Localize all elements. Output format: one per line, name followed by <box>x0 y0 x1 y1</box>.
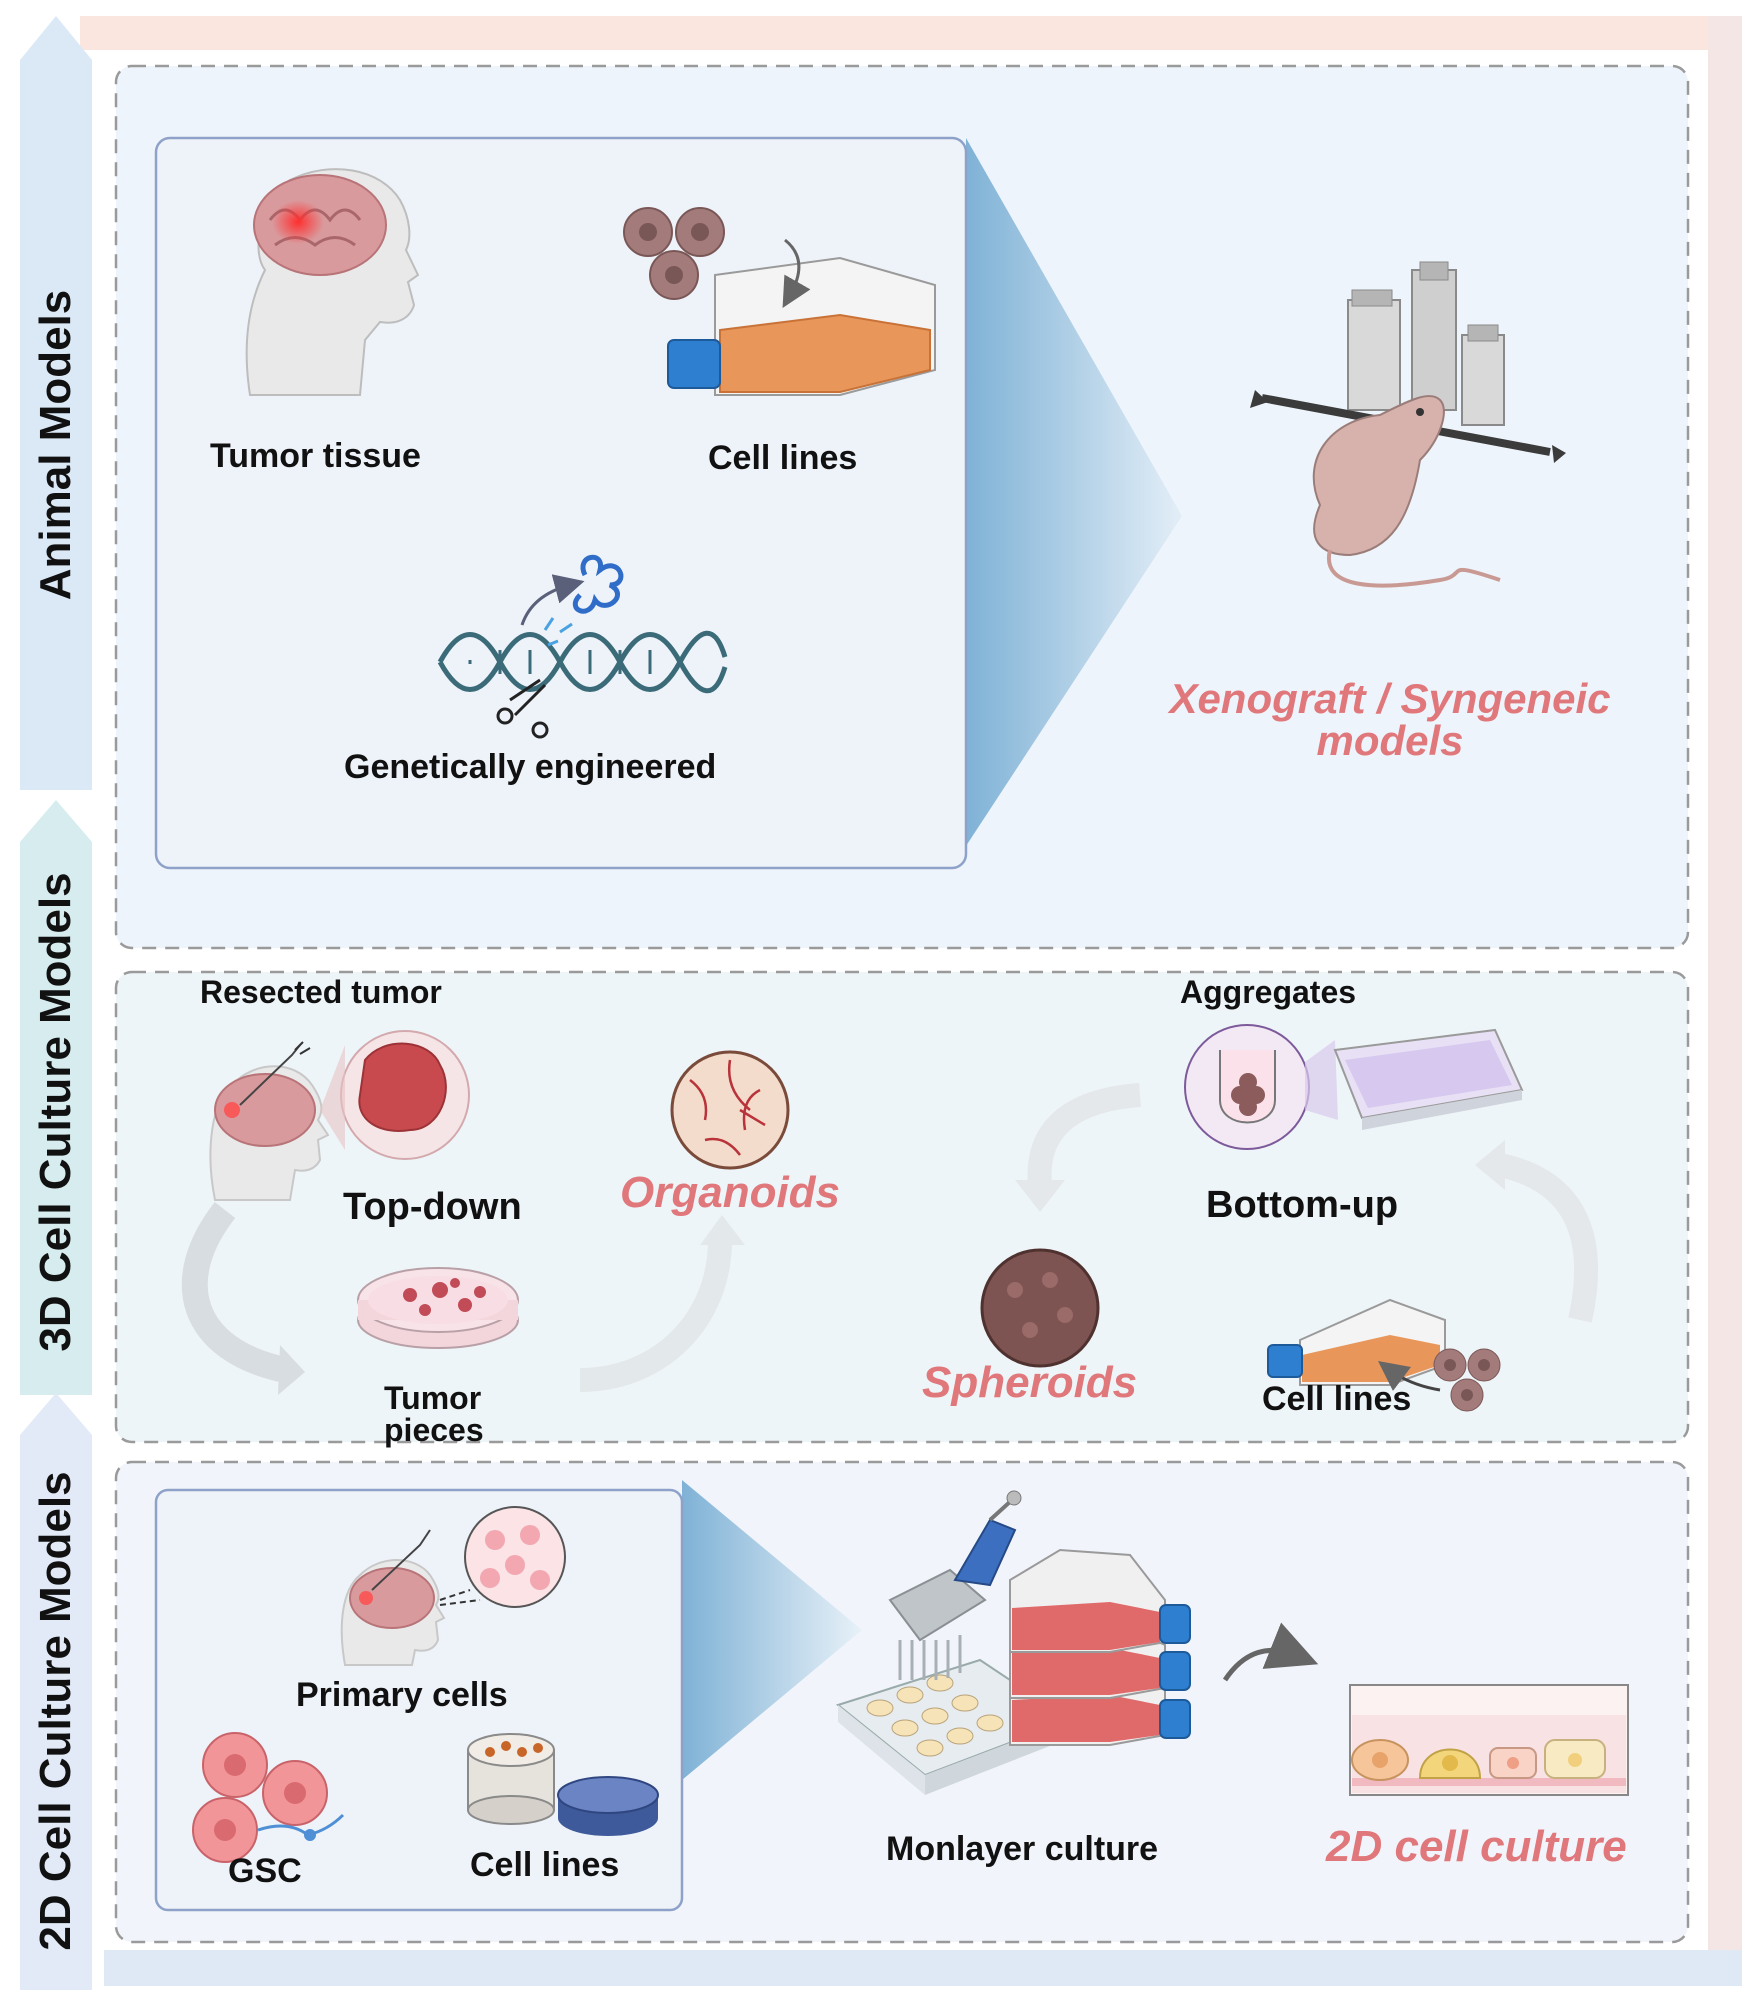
dna-scissors-icon <box>437 554 728 739</box>
monolayer-culture-icon <box>835 1490 1191 1795</box>
two-d-cell-lines-dish-icon <box>467 1733 659 1836</box>
two-d-culture-dish-icon <box>1349 1684 1629 1796</box>
label-2d-cell-culture: 2D cell culture <box>1326 1822 1627 1871</box>
tumor-tissue-head-icon <box>245 168 420 396</box>
spheroid-icon <box>980 1248 1100 1368</box>
animal-band-arrow <box>20 16 92 790</box>
label-bottom-up: Bottom-up <box>1206 1184 1399 1226</box>
aggregates-plate-icon <box>1184 1024 1524 1150</box>
label-tumor-pieces-line1: Tumor <box>384 1380 482 1416</box>
three-d-band-arrow <box>20 800 92 1395</box>
spheroid-curved-arrow <box>1027 1083 1141 1187</box>
cell-lines-flask-icon <box>623 207 936 396</box>
label-primary-cells: Primary cells <box>296 1676 508 1714</box>
label-tumor-tissue: Tumor tissue <box>210 437 421 475</box>
label-cell-lines-animal: Cell lines <box>708 439 858 477</box>
rat-stereotaxic-icon <box>1250 261 1566 588</box>
label-cell-lines-2d: Cell lines <box>470 1846 620 1884</box>
side-label-animal-models: Animal Models <box>31 289 80 601</box>
primary-cells-head-icon <box>340 1506 566 1666</box>
resected-tumor-head-icon <box>209 1030 470 1201</box>
top-down-curved-arrow <box>181 1201 288 1383</box>
label-aggregates: Aggregates <box>1180 974 1357 1010</box>
to-2d-culture-arrow <box>1222 1622 1319 1682</box>
bottom-up-curved-arrow <box>1497 1153 1599 1323</box>
label-spheroids: Spheroids <box>922 1358 1138 1407</box>
label-resected-tumor: Resected tumor <box>200 974 442 1010</box>
frame-bottom-band <box>104 1950 1742 1986</box>
label-organoids: Organoids <box>620 1168 841 1217</box>
animal-big-arrow <box>966 138 1182 846</box>
frame-right-band <box>1708 16 1742 1986</box>
top-down-arrowhead <box>278 1345 305 1395</box>
label-tumor-pieces-line2: pieces <box>384 1412 484 1448</box>
side-label-3d-models: 3D Cell Culture Models <box>31 872 80 1352</box>
side-label-2d-models: 2D Cell Culture Models <box>31 1471 80 1951</box>
label-xenograft-syngeneic: Xenograft / Syngeneic models <box>1169 675 1611 764</box>
label-top-down: Top-down <box>343 1186 522 1228</box>
label-gsc: GSC <box>228 1852 302 1890</box>
tumor-pieces-dish-icon <box>357 1267 519 1349</box>
organoid-icon <box>670 1050 790 1170</box>
spheroid-arrowhead <box>1015 1180 1065 1212</box>
two-d-big-arrow <box>682 1480 862 1780</box>
gsc-cells-icon <box>192 1732 345 1863</box>
frame-top-band <box>80 16 1742 50</box>
bottom-up-arrowhead <box>1475 1140 1505 1190</box>
two-d-band-arrow <box>20 1393 92 1990</box>
organoid-arrowhead <box>700 1215 745 1245</box>
three-d-cell-lines-flask-icon <box>1267 1298 1501 1412</box>
label-genetically-engineered: Genetically engineered <box>344 748 717 786</box>
label-monolayer-culture: Monlayer culture <box>886 1830 1159 1868</box>
label-cell-lines-3d: Cell lines <box>1262 1380 1412 1418</box>
organoid-curved-arrow <box>579 1239 732 1392</box>
